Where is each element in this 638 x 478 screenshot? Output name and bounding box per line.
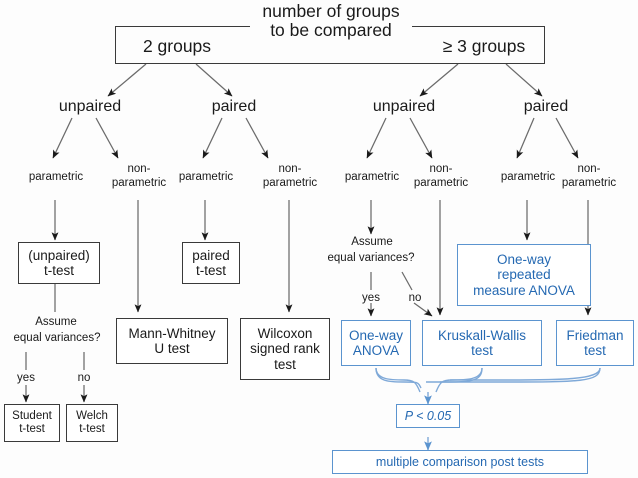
box-wilcoxon-line1: Wilcoxon — [257, 326, 313, 342]
level2-unpaired-3groups: unpaired — [372, 98, 436, 116]
decision-assume-left-line1: Assume — [35, 315, 77, 328]
box-one-way-anova-line2: ANOVA — [352, 343, 400, 358]
root-title-line2: to be compared — [270, 20, 392, 41]
decision-assume-right-line1: Assume — [351, 235, 393, 248]
box-paired-t-test-line2: t-test — [195, 263, 226, 278]
box-unpaired-t-test-line1: (unpaired) — [28, 247, 90, 263]
level3-parametric-7: parametric — [500, 170, 556, 183]
box-student-t-test[interactable]: Student t-test — [4, 404, 60, 442]
root-box-title-gap — [250, 20, 412, 34]
box-rm-anova-line3: measure ANOVA — [473, 282, 575, 298]
box-rm-anova-line1: One-way — [496, 252, 552, 268]
box-kruskall-wallis-test[interactable]: Kruskall-Wallis test — [422, 320, 542, 366]
box-student-t-test-line2: t-test — [19, 423, 45, 435]
level2-paired-2groups: paired — [211, 98, 257, 116]
level3-parametric-5: parametric — [344, 170, 400, 183]
decision-no-left: no — [77, 371, 91, 384]
level3-nonparametric-4-line1: non- — [278, 162, 302, 175]
box-one-way-repeated-measure-anova[interactable]: One-way repeated measure ANOVA — [457, 244, 591, 306]
box-friedman-test[interactable]: Friedman test — [556, 320, 634, 366]
box-friedman-line2: test — [584, 343, 606, 358]
decision-assume-left-line2: equal variances? — [13, 331, 101, 344]
decision-assume-right-line2: equal variances? — [327, 251, 415, 264]
level3-nonparametric-2-line1: non- — [127, 162, 151, 175]
root-right-branch-label: ≥ 3 groups — [442, 36, 526, 57]
box-student-t-test-line1: Student — [12, 410, 52, 423]
box-wilcoxon-signed-rank-test[interactable]: Wilcoxon signed rank test — [240, 318, 330, 380]
level3-parametric-1: parametric — [28, 170, 84, 183]
box-kruskall-wallis-line1: Kruskall-Wallis — [437, 327, 526, 343]
decision-no-right: no — [408, 291, 422, 304]
box-one-way-anova[interactable]: One-way ANOVA — [341, 320, 411, 366]
box-mann-whitney-line1: Mann-Whitney — [128, 325, 216, 341]
box-welch-t-test-line2: t-test — [79, 423, 105, 435]
box-paired-t-test-line1: paired — [192, 247, 230, 263]
box-unpaired-t-test-line2: t-test — [43, 263, 74, 278]
level3-nonparametric-2-line2: parametric — [111, 176, 167, 189]
box-mann-whitney-u-test[interactable]: Mann-Whitney U test — [116, 318, 228, 364]
box-wilcoxon-line3: test — [274, 356, 296, 372]
box-unpaired-t-test[interactable]: (unpaired) t-test — [18, 242, 100, 284]
level2-paired-3groups: paired — [523, 98, 569, 116]
level3-nonparametric-8-line2: parametric — [561, 176, 617, 189]
level3-nonparametric-6-line2: parametric — [413, 176, 469, 189]
level3-nonparametric-6-line1: non- — [429, 162, 453, 175]
decision-yes-left: yes — [17, 371, 35, 384]
box-welch-t-test-line1: Welch — [76, 410, 108, 423]
box-mann-whitney-line2: U test — [154, 341, 190, 356]
decision-yes-right: yes — [362, 291, 380, 304]
box-friedman-line1: Friedman — [566, 327, 624, 343]
box-multiple-comparison-post-tests[interactable]: multiple comparison post tests — [332, 450, 588, 474]
box-kruskall-wallis-line2: test — [471, 343, 493, 358]
box-welch-t-test[interactable]: Welch t-test — [66, 404, 118, 442]
box-p-value-threshold[interactable]: P < 0.05 — [396, 404, 460, 428]
box-wilcoxon-line2: signed rank — [250, 341, 320, 357]
box-one-way-anova-line1: One-way — [348, 327, 404, 343]
box-rm-anova-line2: repeated — [497, 267, 551, 283]
level2-unpaired-2groups: unpaired — [58, 98, 122, 116]
root-title-line1: number of groups — [262, 1, 400, 22]
level3-parametric-3: parametric — [178, 170, 234, 183]
root-left-branch-label: 2 groups — [142, 36, 212, 57]
level3-nonparametric-8-line1: non- — [577, 162, 601, 175]
level3-nonparametric-4-line2: parametric — [262, 176, 318, 189]
box-paired-t-test[interactable]: paired t-test — [182, 242, 240, 284]
